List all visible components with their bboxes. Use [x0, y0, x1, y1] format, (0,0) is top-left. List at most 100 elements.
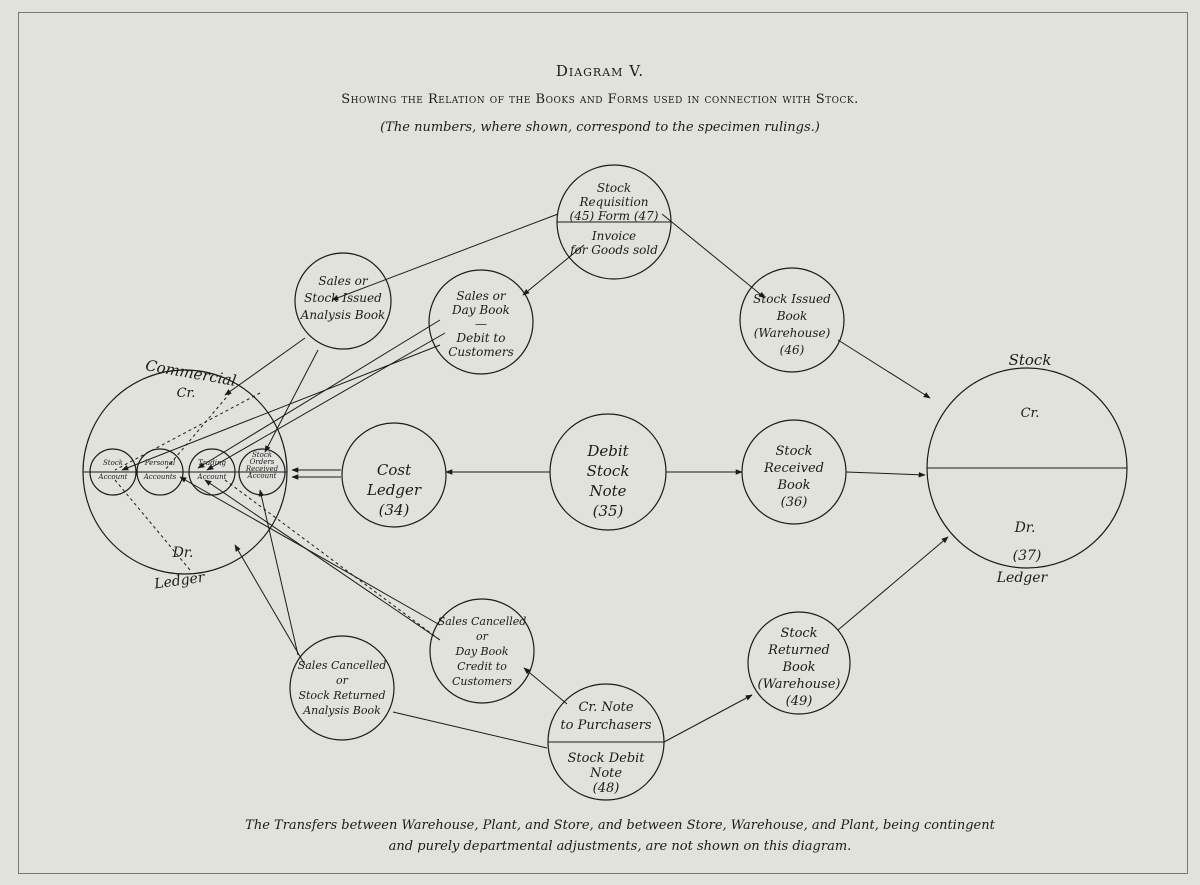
label-commercial-ledger: Ledger — [152, 569, 207, 592]
label-stock-returned-book-line-5: (49) — [786, 694, 813, 709]
edge-stock-issued-to-stock-ledger — [837, 339, 931, 399]
label-cr-note-line-2: to Purchasers — [560, 718, 652, 733]
edge-sales-cancelled-analysis-to-commercial — [234, 544, 306, 666]
edge-dotted-analysis-to-stock — [114, 392, 261, 471]
label-invoice-line-2: for Goods sold — [569, 243, 658, 257]
node-stock-returned-book — [747, 611, 851, 715]
edge-stock-debit-note-to-sales-cancelled-analysis — [392, 711, 548, 749]
label-stock-issued-book-line-3: (Warehouse) — [754, 326, 831, 340]
account-circle-personal — [136, 448, 184, 496]
label-stock-issued-book-line-4: (46) — [780, 343, 805, 357]
label-stock-returned-book-line-4: (Warehouse) — [758, 677, 841, 692]
label-account-4-line-2: Orders — [250, 458, 275, 466]
label-sales-day-book-line-1: Sales or — [456, 289, 507, 303]
label-commercial-cr: Cr. — [177, 386, 196, 401]
node-sales-analysis — [294, 252, 392, 350]
label-stock-issued-book-line-1: Stock Issued — [753, 292, 831, 306]
edge-sales-analysis-to-stock-orders — [264, 349, 319, 453]
footer-line-1: The Transfers between Warehouse, Plant, … — [245, 818, 995, 833]
edge-requisition-to-sales-analysis — [331, 213, 559, 301]
label-cost-ledger-line-3: (34) — [379, 501, 410, 519]
label-stock-ledger-cr: Cr. — [1021, 406, 1040, 421]
edge-stock-returned-to-stock-ledger — [837, 536, 949, 631]
diagram-title: Diagram V. — [555, 62, 645, 80]
label-debit-stock-note-line-4: (35) — [593, 502, 624, 520]
edge-stock-received-to-stock-ledger — [845, 471, 926, 478]
label-sales-day-book-line-2: Day Book — [451, 303, 510, 317]
label-invoice-line-1: Invoice — [591, 229, 636, 243]
label-account-4-line-1: Stock — [252, 451, 272, 459]
edge-sales-day-book-to-trading — [197, 319, 441, 469]
label-sales-analysis-line-2: Stock Issued — [304, 291, 382, 305]
label-account-1-line-1: Stock — [103, 459, 123, 467]
label-stock-requisition-line-1: Stock — [597, 181, 631, 195]
label-stock-ledger-number: (37) — [1013, 548, 1042, 564]
label-sales-day-book-line-3: — — [475, 317, 487, 331]
node-stock-ledger — [926, 367, 1128, 569]
node-sales-cancelled-day-book — [429, 598, 535, 704]
label-stock-received-book-line-1: Stock — [775, 444, 812, 459]
node-sales-cancelled-analysis — [289, 635, 395, 741]
label-stock-requisition-line-2: Requisition — [579, 195, 649, 209]
label-stock-returned-book-line-1: Stock — [780, 626, 817, 641]
node-stock-issued-book — [739, 267, 845, 373]
edge-stock-debit-note-to-stock-returned — [663, 694, 753, 743]
node-stock-received-book — [741, 419, 847, 525]
label-stock-issued-book-line-2: Book — [776, 309, 808, 323]
label-sales-cancelled-analysis-line-2: or — [336, 674, 349, 687]
label-stock-ledger-title: Stock — [1009, 351, 1052, 369]
label-sales-cancelled-day-book-line-5: Customers — [452, 675, 512, 688]
label-stock-requisition-line-3: (45) Form (47) — [570, 209, 659, 223]
label-stock-received-book-line-4: (36) — [781, 495, 808, 510]
label-debit-stock-note-line-2: Stock — [587, 462, 630, 480]
account-circle-trading — [188, 448, 236, 496]
edge-dotted-trading-to-cancelled — [224, 479, 441, 641]
label-stock-received-book-line-3: Book — [776, 478, 810, 493]
label-sales-day-book-line-5: Customers — [448, 345, 514, 359]
label-account-1-line-2: Account — [98, 473, 128, 481]
label-sales-cancelled-analysis-line-3: Stock Returned — [298, 689, 385, 702]
label-sales-cancelled-day-book-line-4: Credit to — [457, 660, 507, 673]
label-stock-received-book-line-2: Received — [763, 461, 824, 476]
label-sales-cancelled-day-book-line-1: Sales Cancelled — [438, 615, 527, 628]
label-stock-debit-note-line-3: (48) — [593, 781, 620, 796]
node-cr-note — [547, 683, 665, 801]
edge-dotted-stock-to-dr — [114, 479, 191, 571]
edge-requisition-to-stock-issued — [661, 213, 766, 299]
node-sales-day-book — [428, 269, 534, 375]
label-account-2-line-2: Accounts — [143, 473, 177, 481]
label-sales-day-book-line-4: Debit to — [456, 331, 506, 345]
label-sales-analysis-line-1: Sales or — [318, 274, 369, 288]
label-sales-cancelled-day-book-line-2: or — [476, 630, 489, 643]
label-stock-debit-note-line-2: Note — [589, 766, 622, 781]
label-commercial-dr: Dr. — [172, 545, 194, 561]
label-stock-returned-book-line-3: Book — [781, 660, 815, 675]
label-sales-analysis-line-3: Analysis Book — [300, 308, 386, 322]
label-account-2-line-1: Personal — [144, 459, 176, 467]
label-debit-stock-note-line-1: Debit — [586, 442, 629, 460]
label-commercial: Commercial — [144, 356, 238, 390]
account-circle-stock — [89, 448, 137, 496]
edge-sales-cancelled-to-trading — [204, 479, 441, 641]
label-stock-debit-note-line-1: Stock Debit — [567, 751, 645, 766]
edge-dotted-analysis-to-personal — [164, 392, 231, 471]
label-cost-ledger-line-2: Ledger — [366, 481, 422, 499]
account-circle-stock-orders — [238, 448, 286, 496]
diagram-note: (The numbers, where shown, correspond to… — [380, 120, 820, 135]
diagram-subtitle: Showing the Relation of the Books and Fo… — [341, 92, 859, 107]
label-sales-cancelled-day-book-line-3: Day Book — [454, 645, 508, 658]
label-debit-stock-note-line-3: Note — [588, 482, 626, 500]
label-cost-ledger-line-1: Cost — [377, 461, 412, 479]
label-stock-ledger-ledger: Ledger — [996, 570, 1049, 586]
edge-sales-analysis-to-commercial — [224, 337, 306, 396]
label-stock-ledger-dr: Dr. — [1014, 520, 1036, 536]
label-stock-returned-book-line-2: Returned — [767, 643, 830, 658]
label-cr-note-line-1: Cr. Note — [578, 700, 633, 715]
label-account-3-line-1: Trading — [198, 459, 226, 467]
edge-sales-day-book-to-trading-2 — [206, 332, 446, 471]
node-commercial-ledger — [82, 369, 288, 575]
footer-line-2: and purely departmental adjustments, are… — [388, 839, 852, 854]
edge-sales-day-book-to-stock-account — [121, 344, 441, 471]
